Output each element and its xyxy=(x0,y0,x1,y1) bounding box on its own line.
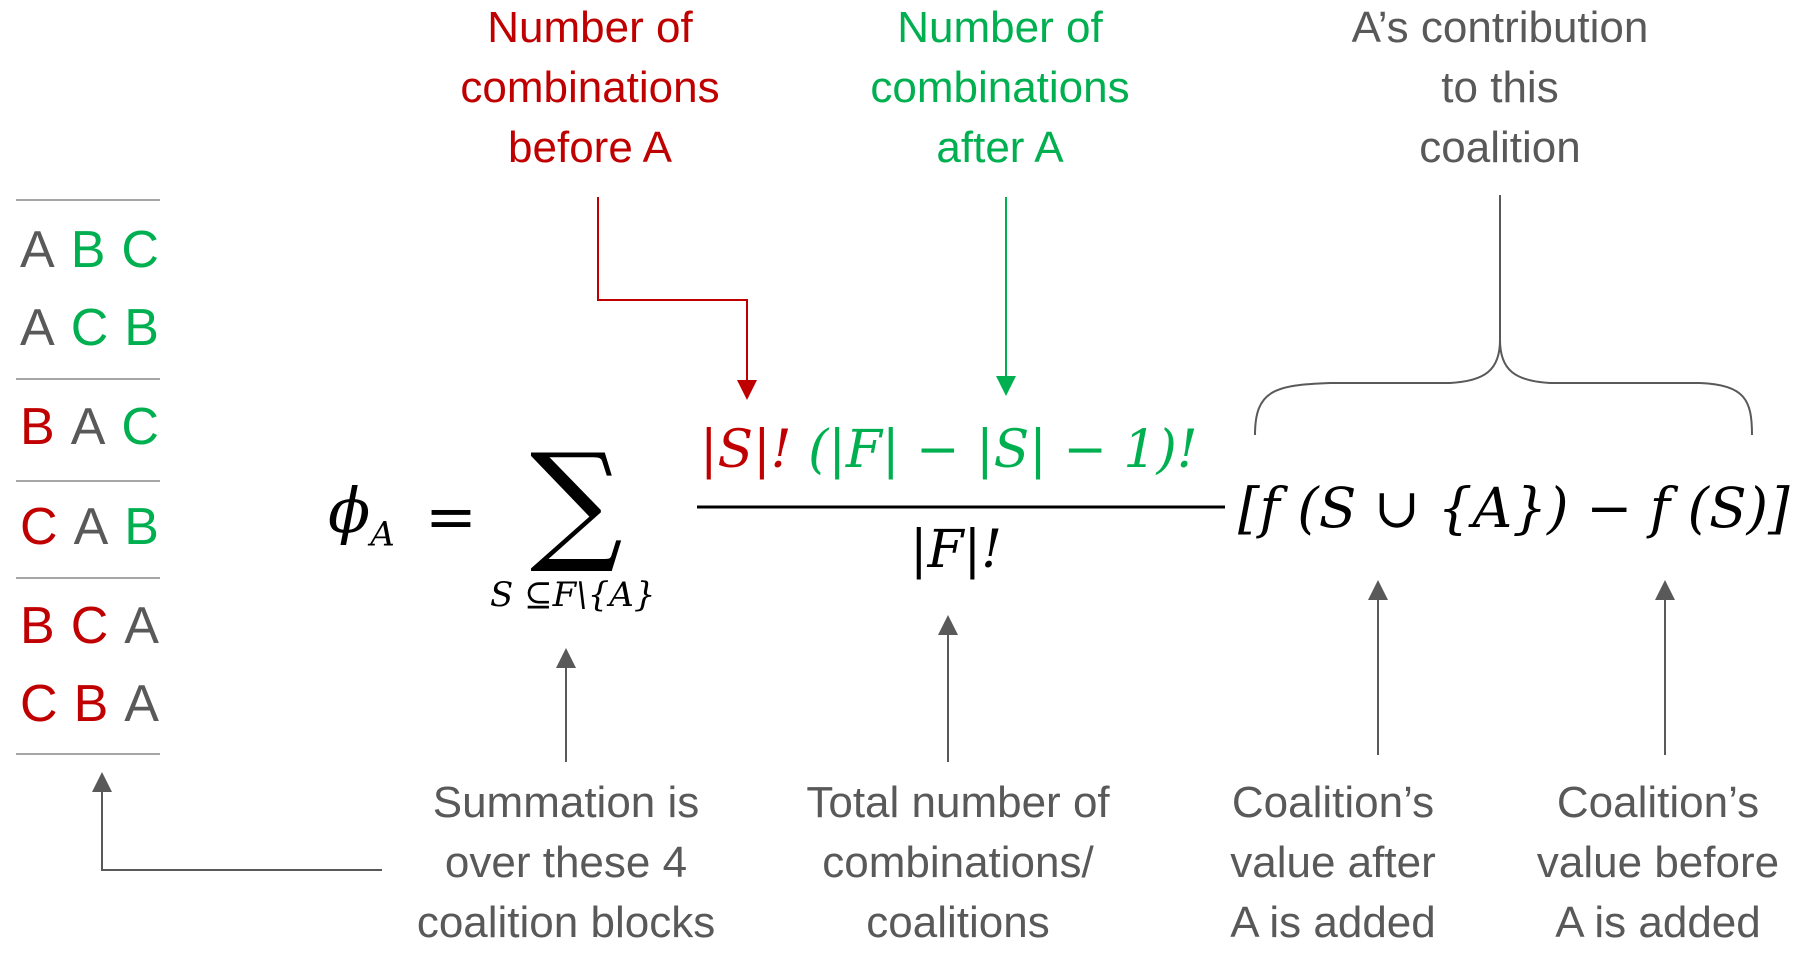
phi-char: ϕ xyxy=(328,474,371,547)
permutation-letter: C xyxy=(20,498,60,556)
arrow-to-blocks xyxy=(92,772,382,871)
label-after-a: Number of combinations after A xyxy=(850,0,1150,178)
arrow-total xyxy=(938,615,958,762)
separator-line xyxy=(16,577,160,579)
permutation-letter: C xyxy=(70,299,111,357)
sigma-symbol: ∑ xyxy=(530,425,623,577)
separator-line xyxy=(16,199,160,201)
label-line: A’s contribution xyxy=(1351,3,1649,52)
arrow-after-a xyxy=(996,197,1016,396)
arrow-value-after xyxy=(1368,580,1388,755)
separator-line xyxy=(16,480,160,482)
permutation-letter: A xyxy=(73,498,111,556)
phi-subscript: A xyxy=(370,514,395,555)
permutation-letter: B xyxy=(20,398,57,456)
label-line: over these 4 xyxy=(444,838,688,887)
equals-sign: = xyxy=(425,480,477,553)
separator-line xyxy=(16,378,160,380)
permutation-letter: C xyxy=(70,597,111,655)
arrow-summation xyxy=(556,648,576,762)
sum-subscript: S ⊆F\{A} xyxy=(490,575,656,615)
label-line: A is added xyxy=(1230,898,1436,947)
arrow-value-before xyxy=(1655,580,1675,755)
permutation-letter: B xyxy=(20,597,57,655)
permutation-letter: A xyxy=(124,597,161,655)
label-line: value before xyxy=(1536,838,1780,887)
label-value-after: Coalition’s value after A is added xyxy=(1208,773,1458,953)
label-line: combinations xyxy=(870,63,1130,112)
label-total: Total number of combinations/ coalitions xyxy=(788,773,1128,953)
label-line: coalitions xyxy=(866,898,1050,947)
contribution-brace xyxy=(1254,195,1753,436)
permutation-letter: B xyxy=(124,299,161,357)
permutation-letter: C xyxy=(20,675,60,733)
permutation-letter: C xyxy=(121,221,161,279)
label-line: combinations/ xyxy=(822,838,1094,887)
label-before-a: Number of combinations before A xyxy=(440,0,740,178)
label-line: coalition xyxy=(1419,123,1581,172)
label-line: Number of xyxy=(487,3,693,52)
bracket-term: [f (S ∪ {A}) − f (S)] xyxy=(1238,476,1790,540)
permutation-letter: A xyxy=(20,221,57,279)
label-line: value after xyxy=(1230,838,1436,887)
label-line: after A xyxy=(936,123,1064,172)
permutation-letter: A xyxy=(124,675,161,733)
label-line: to this xyxy=(1441,63,1559,112)
numerator: |S|! (|F| − |S| − 1)! xyxy=(700,420,1198,480)
numerator-green: (|F| − |S| − 1)! xyxy=(808,420,1198,480)
permutation-letter: C xyxy=(121,398,161,456)
label-summation: Summation is over these 4 coalition bloc… xyxy=(396,773,736,953)
label-contribution: A’s contribution to this coalition xyxy=(1320,0,1680,178)
arrow-before-a xyxy=(597,197,757,400)
separator-line xyxy=(16,753,160,755)
label-line: Coalition’s xyxy=(1556,778,1760,827)
denominator: |F|! xyxy=(910,520,1003,580)
label-line: coalition blocks xyxy=(416,898,716,947)
permutation-letter: B xyxy=(70,221,108,279)
label-line: Coalition’s xyxy=(1231,778,1435,827)
label-line: Total number of xyxy=(806,778,1110,827)
label-line: A is added xyxy=(1555,898,1761,947)
label-line: before A xyxy=(508,123,672,172)
phi-symbol: ϕA xyxy=(328,474,395,554)
permutation-letter: A xyxy=(20,299,57,357)
permutation-letter: B xyxy=(124,498,161,556)
label-value-before: Coalition’s value before A is added xyxy=(1528,773,1788,953)
label-line: Summation is xyxy=(432,778,700,827)
permutation-letter: B xyxy=(73,675,111,733)
label-line: Number of xyxy=(897,3,1103,52)
permutation-letter: A xyxy=(70,398,108,456)
numerator-red: |S|! xyxy=(700,420,792,480)
label-line: combinations xyxy=(460,63,720,112)
